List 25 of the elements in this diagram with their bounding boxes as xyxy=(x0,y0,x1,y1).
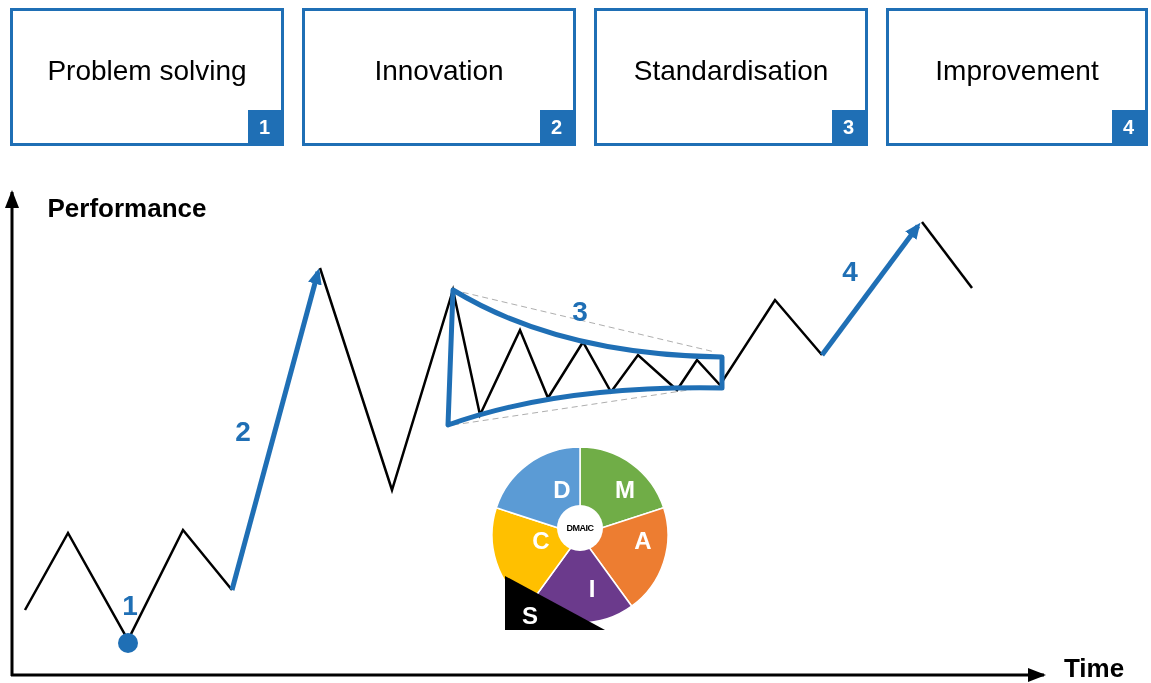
step-number: 4 xyxy=(842,258,858,286)
step-box xyxy=(594,8,868,146)
step-title: Problem solving xyxy=(47,54,247,88)
center-label: DMAIC xyxy=(566,523,594,533)
step-box xyxy=(886,8,1148,146)
step-number: 2 xyxy=(235,418,251,446)
number-badge: 4 xyxy=(1112,110,1145,143)
step-title: Innovation xyxy=(374,54,504,88)
number-badge: 2 xyxy=(540,110,573,143)
step-box xyxy=(302,8,576,146)
step-title: Standardisation xyxy=(633,54,829,88)
axis-label: Time xyxy=(1063,655,1125,681)
step-title: Improvement xyxy=(935,54,1099,88)
segment-letter: D xyxy=(553,478,571,502)
step-number: 1 xyxy=(122,592,138,620)
segment-letter: I xyxy=(588,577,596,601)
axis-label: Performance xyxy=(47,195,207,221)
segment-letter: M xyxy=(615,478,635,502)
segment-letter: C xyxy=(532,529,550,553)
number-badge: 3 xyxy=(832,110,865,143)
segment-letter: A xyxy=(634,529,652,553)
step-box xyxy=(10,8,284,146)
step-number: 3 xyxy=(572,298,588,326)
segment-letter: S xyxy=(522,604,538,628)
number-badge: 1 xyxy=(248,110,281,143)
